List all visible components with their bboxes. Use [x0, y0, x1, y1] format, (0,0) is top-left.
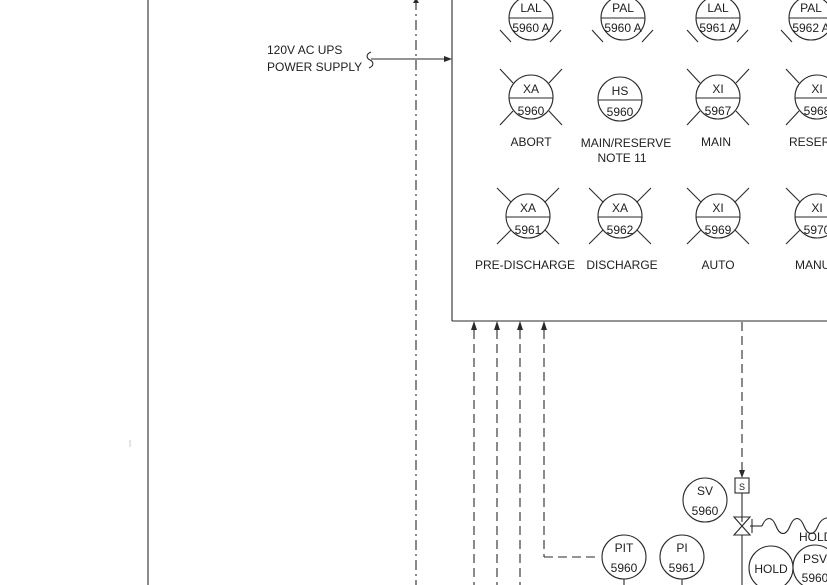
- signal-arrow-up: [413, 0, 419, 3]
- solenoid-signal-arrow: [739, 470, 745, 478]
- relief-valve-psv-5960: PSV 5960: [792, 544, 827, 585]
- lamp-pal-5962a-num: 5962 A: [792, 21, 827, 35]
- lamp-xi-5967-func: XI: [712, 82, 723, 96]
- lamp-xi-5969-num: 5969: [705, 223, 732, 237]
- lamp-xa-5962-func: XA: [612, 201, 628, 215]
- lamp-xi-5968: XI 5968 RESERVE: [785, 68, 827, 149]
- hold-tag-label: HOLD: [799, 530, 827, 544]
- lamp-xa-5960: XA 5960 ABORT: [499, 68, 563, 149]
- wire-break-symbol: [366, 51, 374, 69]
- solenoid-valve-sv-5960: SV 5960: [682, 477, 728, 523]
- lamp-xa-5962-num: 5962: [607, 223, 634, 237]
- switch-hs-5960-note: NOTE 11: [597, 151, 646, 165]
- capillary-line: [761, 517, 827, 535]
- switch-hs-5960-func: HS: [612, 84, 629, 98]
- lamp-xi-5970: XI 5970 MANUAL: [785, 187, 827, 272]
- lamp-xa-5961-caption: PRE-DISCHARGE: [475, 258, 575, 272]
- lamp-pal-5960a-func: PAL: [612, 1, 634, 15]
- lamp-pal-5962a: PAL 5962 A: [780, 0, 827, 43]
- indicator-pi-5961-num: 5961: [669, 561, 696, 575]
- lamp-xa-5961: XA 5961 PRE-DISCHARGE: [475, 187, 575, 272]
- lamp-lal-5961a-func: LAL: [707, 1, 729, 15]
- lamp-pal-5962a-func: PAL: [800, 1, 822, 15]
- lamp-xi-5968-func: XI: [811, 82, 822, 96]
- lamp-xi-5969-func: XI: [712, 201, 723, 215]
- lamp-xa-5960-caption: ABORT: [510, 135, 552, 149]
- lamp-xa-5961-num: 5961: [515, 223, 542, 237]
- lamp-xi-5970-caption: MANUAL: [795, 258, 827, 272]
- switch-hs-5960: HS 5960 MAIN/RESERVE NOTE 11: [581, 76, 671, 165]
- indicator-pi-5961-func: PI: [676, 541, 687, 555]
- relief-valve-psv-5960-num: 5960: [802, 571, 827, 585]
- lamp-lal-5960a: LAL 5960 A: [499, 0, 562, 43]
- lamp-xi-5968-caption: RESERVE: [789, 135, 827, 149]
- power-feed-arrow: [444, 56, 452, 62]
- lamp-xi-5967: XI 5967 MAIN: [686, 68, 750, 149]
- lamp-lal-5961a-num: 5961 A: [699, 21, 736, 35]
- hold-bubble: HOLD: [748, 545, 794, 585]
- lamp-xi-5968-num: 5968: [804, 104, 827, 118]
- lamp-xa-5960-func: XA: [523, 82, 539, 96]
- relief-valve-psv-5960-func: PSV: [803, 552, 827, 566]
- solenoid-valve-sv-5960-num: 5960: [692, 504, 719, 518]
- power-supply-label-line2: POWER SUPPLY: [267, 60, 362, 74]
- lamp-lal-5960a-num: 5960 A: [512, 21, 549, 35]
- solenoid-valve-body: [732, 516, 762, 585]
- solenoid-valve-sv-5960-func: SV: [697, 484, 713, 498]
- lamp-xi-5967-num: 5967: [705, 104, 732, 118]
- lamp-xa-5962: XA 5962 DISCHARGE: [586, 187, 658, 272]
- lamp-lal-5961a: LAL 5961 A: [686, 0, 749, 43]
- lamp-xi-5967-caption: MAIN: [701, 135, 731, 149]
- lamp-pal-5960a: PAL 5960 A: [591, 0, 654, 43]
- lamp-xi-5969-caption: AUTO: [701, 258, 734, 272]
- hold-bubble-label: HOLD: [754, 562, 788, 576]
- field-signal-lines: [471, 321, 600, 585]
- lamp-xa-5960-num: 5960: [518, 104, 545, 118]
- switch-hs-5960-caption: MAIN/RESERVE: [581, 136, 671, 150]
- solenoid-actuator-letter: S: [739, 482, 745, 492]
- lamp-xi-5970-func: XI: [811, 201, 822, 215]
- switch-hs-5960-num: 5960: [607, 105, 634, 119]
- indicator-pi-5961: PI 5961: [659, 534, 705, 585]
- lamp-xa-5962-caption: DISCHARGE: [586, 258, 657, 272]
- lamp-xa-5961-func: XA: [520, 201, 536, 215]
- lamp-xi-5970-num: 5970: [804, 223, 827, 237]
- lamp-pal-5960a-num: 5960 A: [604, 21, 641, 35]
- transmitter-pit-5960-num: 5960: [611, 561, 638, 575]
- power-supply-label-line1: 120V AC UPS: [267, 43, 342, 57]
- transmitter-pit-5960-func: PIT: [615, 541, 634, 555]
- transmitter-pit-5960: PIT 5960: [601, 534, 647, 585]
- lamp-lal-5960a-func: LAL: [520, 1, 542, 15]
- lamp-xi-5969: XI 5969 AUTO: [686, 187, 750, 272]
